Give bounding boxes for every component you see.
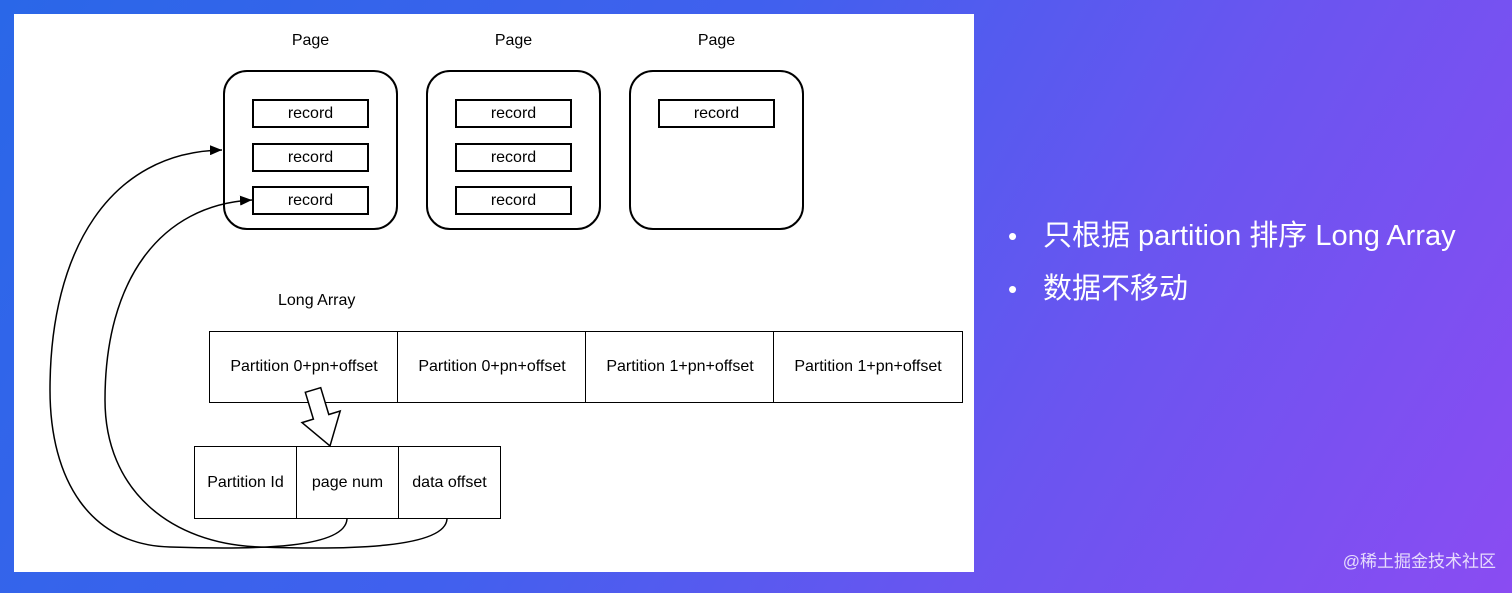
record-box: record xyxy=(455,99,572,128)
long-array-cell: Partition 1+pn+offset xyxy=(773,331,963,403)
page-box: record record record xyxy=(223,70,398,230)
bullet-dot-icon: • xyxy=(1008,274,1018,304)
record-box: record xyxy=(658,99,775,128)
page-box: record xyxy=(629,70,804,230)
pointer-field-partition-id: Partition Id xyxy=(194,446,297,519)
record-box: record xyxy=(252,143,369,172)
long-array-label: Long Array xyxy=(278,292,356,309)
bullet-text: 只根据 partition 排序 Long Array xyxy=(1043,220,1456,252)
bullet-dot-icon: • xyxy=(1008,221,1018,251)
record-box: record xyxy=(252,99,369,128)
record-box: record xyxy=(252,186,369,215)
bullet-item: • 只根据 partition 排序 Long Array xyxy=(1005,210,1456,263)
bullet-text: 数据不移动 xyxy=(1043,273,1189,305)
long-array-cell: Partition 1+pn+offset xyxy=(585,331,775,403)
bullet-item: • 数据不移动 xyxy=(1005,263,1456,316)
record-box: record xyxy=(455,186,572,215)
page-label: Page xyxy=(291,32,330,49)
page-label: Page xyxy=(697,32,736,49)
long-array-cell: Partition 0+pn+offset xyxy=(397,331,587,403)
bullet-list: • 只根据 partition 排序 Long Array • 数据不移动 xyxy=(1005,210,1456,316)
pointer-field-data-offset: data offset xyxy=(398,446,501,519)
pointer-field-page-num: page num xyxy=(296,446,399,519)
page-box: record record record xyxy=(426,70,601,230)
watermark: @稀土掘金技术社区 xyxy=(1342,552,1496,571)
page-label: Page xyxy=(494,32,533,49)
diagram-panel: Page record record record Page record re… xyxy=(14,14,974,572)
record-box: record xyxy=(455,143,572,172)
long-array-cell: Partition 0+pn+offset xyxy=(209,331,399,403)
